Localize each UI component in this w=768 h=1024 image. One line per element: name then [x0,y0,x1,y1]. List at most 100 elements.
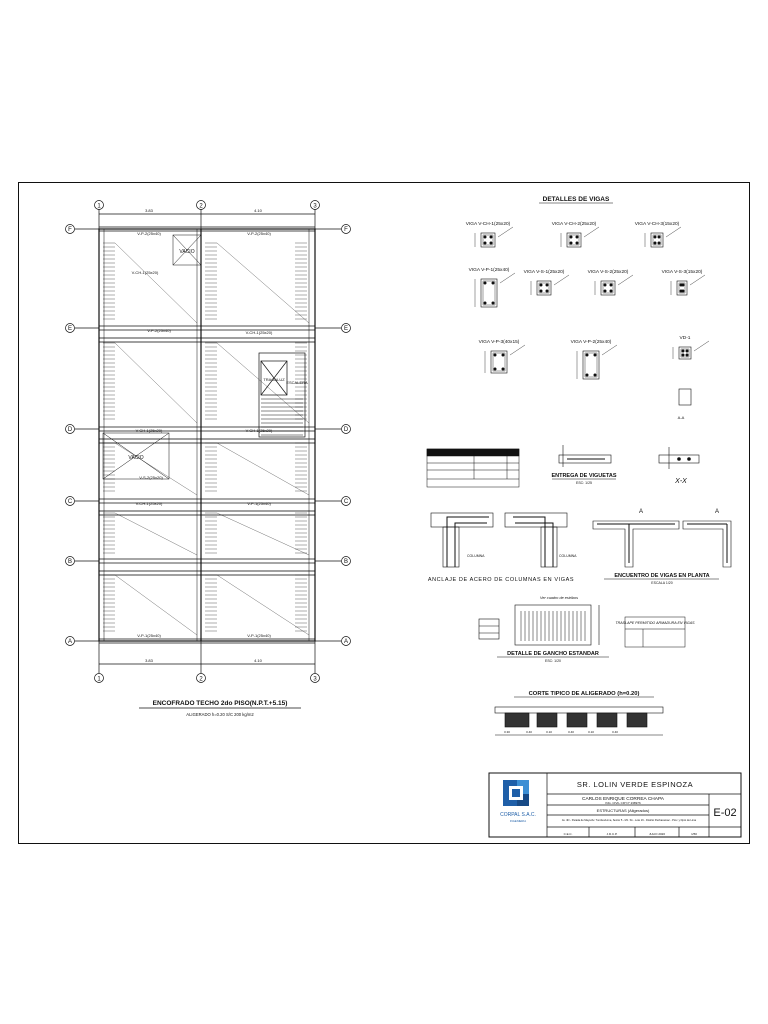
grid-label-2-bottom: 2 [199,677,203,683]
rebar [657,241,661,245]
diagonal [114,242,198,324]
specialty: ESTRUCTURAS (Aligerados) [597,808,650,813]
anclaje-detail: COLUMNA COLUMNA ANCLAJE DE ACERO DE COLU… [428,512,577,583]
beam-label: V-P-2(25x40) [137,231,161,236]
grid-label-1: 1 [97,204,101,210]
company-name: CORPAL S.A.C. [500,812,536,818]
rebar [685,353,689,357]
xx-detail: X-X [658,447,700,485]
rebar [593,353,597,357]
void-openings [102,234,202,480]
beam-label: V-CH-1(25x20) [132,270,159,275]
beam-details: DETALLES DE VIGAS VIGA V-CH-1(25x20) VIGA… [426,196,732,736]
diagonal [216,512,310,556]
dim-bottom-1: 3.83 [145,658,154,663]
grid-label-1-bottom: 1 [97,677,101,683]
plan-title: ENCOFRADO TECHO 2do PISO(N.P.T.+5.15) [153,700,288,707]
rebar [539,289,543,293]
plan-labels: VACIO VACIO TRAGALUZ ESCALERA [128,249,308,461]
rebar [493,367,497,371]
rebar [593,373,597,377]
rebar [681,289,685,293]
gancho-title: DETALLE DE GANCHO ESTANDAR [507,651,599,657]
section-outline [480,232,496,248]
hollow-brick [596,712,618,728]
engineer-reg: ING. CIVIL CIP N° 238976 [605,801,641,805]
rebar [585,373,589,377]
stirrup [678,282,686,294]
stair-well [258,352,306,438]
rebar [491,301,495,305]
hollow-brick [536,712,558,728]
grid-row-label-right: A [344,639,348,645]
grid-bubbles-bottom: 1 2 3 3.83 4.10 [94,641,320,683]
rebar [575,235,579,239]
rebar [569,235,573,239]
rebar [685,349,689,353]
escala: 1/50 [691,832,697,836]
encuentro-title: ENCUENTRO DE VIGAS EN PLANTA [614,573,709,579]
rebar [483,281,487,285]
beam-label: V-P-2(25x40) [147,328,171,333]
rebar [653,235,657,239]
grid-row-label-right: B [344,559,348,565]
corte-dim: 0.10 [588,730,594,734]
entrega-title: ENTREGA DE VIGUETAS [551,473,616,479]
section-outline [480,278,498,308]
encuentro-scale: ESCALA 1/20 [651,581,672,585]
diagonal [114,442,198,496]
corte-dim: 0.40 [612,730,618,734]
leader [689,274,706,286]
title-block: CORPAL S.A.C. INGENIERIA SR. LOLIN VERDE… [488,772,742,838]
grid-label-3: 3 [313,204,317,210]
grid-row-label-right: C [344,499,349,505]
beam-label: V-P-1(25x40) [137,633,161,638]
leader [665,226,682,238]
details-heading: DETALLES DE VIGAS [543,196,610,203]
section-title: VIGA V-S-1(25x20) [524,269,565,275]
rebar [603,289,607,293]
owner-name: SR. LOLIN VERDE ESPINOZA [577,780,693,789]
entrega-viguetas-detail: ENTREGA DE VIGUETAS ESC: 1/25 [551,445,617,485]
stirrup [680,348,690,358]
beam-band [98,570,316,576]
stirrup [538,282,550,294]
gancho-detail: Ver cuadro de estribos DETALLE DE GANCHO… [478,596,609,663]
entrega-scale: ESC: 1/25 [576,481,592,485]
stirrup-table [426,448,520,488]
section-title: VIGA V-S-3(15x20) [662,269,703,275]
section-title: VIGA V-S-2(25x20) [588,269,629,275]
aa-label: A-A [678,415,685,420]
gancho-note: Ver cuadro de estribos [540,596,578,600]
diagonal [114,342,198,424]
section-title: VIGA V-CH-2(25x20) [552,221,597,227]
section-outline [676,280,688,296]
grid-row-label-left: F [68,227,72,233]
section-title: VIGA V-CH-1(25x20) [466,221,511,227]
beam-label: V-P-1(25x40) [247,501,271,506]
stirrup [482,234,494,246]
rebar [681,349,685,353]
xx-label: X-X [674,478,687,485]
leader [553,274,570,286]
rebar [483,301,487,305]
rebar [609,283,613,287]
vd-section [678,388,692,406]
grid-row-label-right: F [344,227,348,233]
rebar [653,241,657,245]
engineer-name: CARLOS ENRIQUE CORREA CHAPA [582,796,665,802]
corte-title: CORTE TIPICO DE ALIGERADO (h=0.20) [529,691,640,697]
rebar [483,235,487,239]
location: Av. 4N - Parada de Mayo/Av. Tumbes/Lima,… [562,818,697,822]
dibujo: J.D.C.P. [607,832,618,836]
beam-label: V-CH-1(25x20) [136,501,163,506]
rebar [491,281,495,285]
grid-row-label-right: E [344,326,348,332]
corte-dim: 0.40 [526,730,532,734]
beam-band [98,337,316,343]
stirrup [482,280,496,306]
